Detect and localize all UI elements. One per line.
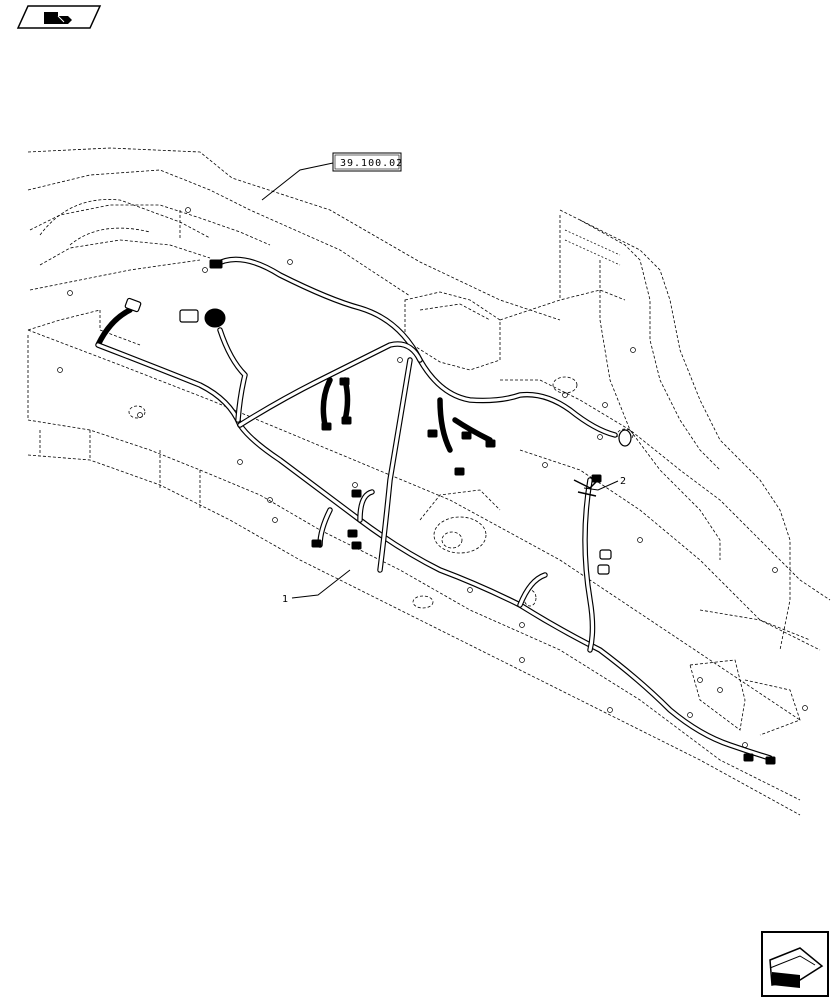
callout-2: 2 [573, 476, 626, 497]
reference-leader-line [261, 162, 334, 201]
main-wiring-harness [95, 256, 773, 761]
callout-1: 1 [282, 569, 351, 605]
reference-box[interactable]: 39.100.02 [332, 152, 403, 172]
chassis-frame [27, 147, 831, 816]
next-page-arrow-icon[interactable] [761, 931, 829, 997]
callout-1-label: 1 [282, 594, 288, 605]
book-hand-icon[interactable] [16, 5, 102, 29]
harness-connectors [124, 259, 776, 765]
callout-2-label: 2 [620, 476, 626, 487]
reference-box-text: 39.100.02 [340, 158, 403, 169]
